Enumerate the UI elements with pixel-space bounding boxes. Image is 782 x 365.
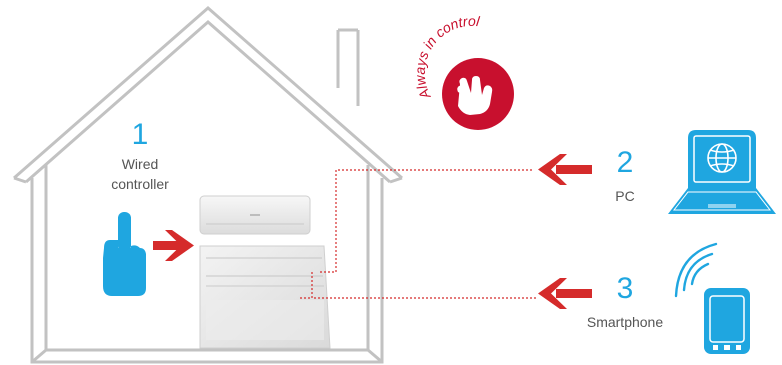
item-label-smartphone: Smartphone bbox=[575, 314, 675, 330]
connector-lines bbox=[300, 170, 536, 298]
item-label-wired-line1: Wired bbox=[100, 154, 180, 174]
left-arrow bbox=[538, 154, 592, 185]
left-arrow bbox=[538, 278, 592, 309]
right-arrow bbox=[153, 230, 194, 261]
always-in-control-badge: Always in control bbox=[412, 13, 514, 130]
item-number-smartphone: 3 bbox=[613, 272, 637, 306]
smartphone-icon bbox=[704, 288, 750, 354]
item-number-pc: 2 bbox=[613, 146, 637, 180]
item-label-wired-line2: controller bbox=[100, 174, 180, 194]
floor-console-unit bbox=[200, 246, 330, 348]
laptop-globe-icon bbox=[668, 130, 776, 214]
ac-indoor-unit bbox=[200, 196, 310, 234]
item-label-pc: PC bbox=[605, 188, 645, 204]
item-number-wired: 1 bbox=[128, 118, 152, 152]
finger-pointing-icon bbox=[103, 212, 146, 296]
item-label-wired: Wired controller bbox=[100, 154, 180, 194]
